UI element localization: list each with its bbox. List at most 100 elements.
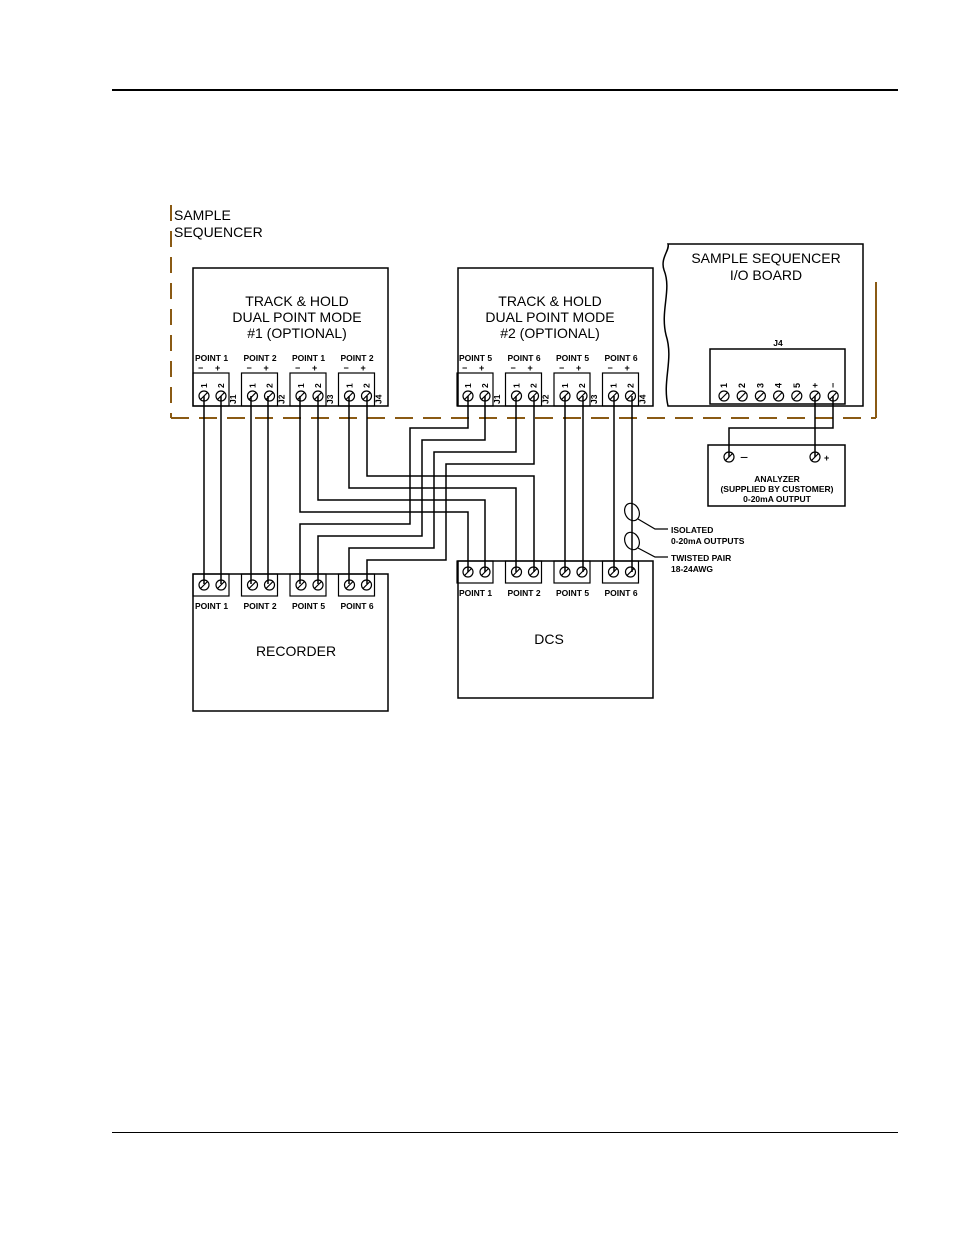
board1-title-line1: TRACK & HOLD xyxy=(245,293,348,309)
board2-point-label-1: POINT 5 xyxy=(459,353,492,363)
board2-pin1-label-3: 1 xyxy=(560,383,570,388)
board1-point-label-3: POINT 1 xyxy=(292,353,325,363)
board1-pin1-label-3: 1 xyxy=(296,383,306,388)
footer-rule xyxy=(112,1132,898,1133)
board2-screw-plus-3-slot xyxy=(578,392,586,400)
analyzer-box: − + ANALYZER (SUPPLIED BY CUSTOMER) 0-20… xyxy=(707,444,846,507)
board2-pin2-label-3: 2 xyxy=(577,383,587,388)
io-pin-screw-1-slot xyxy=(720,392,728,400)
dcs-point-label-1: POINT 1 xyxy=(459,588,492,598)
board2-point-label-4: POINT 6 xyxy=(605,353,638,363)
board2-terminal-block-2 xyxy=(504,372,543,407)
board2-screw-plus-3 xyxy=(576,390,588,402)
recorder-point-label-1: POINT 1 xyxy=(195,601,228,611)
io-pin-screw-3 xyxy=(754,390,767,402)
board2-title-line1: TRACK & HOLD xyxy=(498,293,601,309)
board1-jack-label-3: J3 xyxy=(325,394,335,404)
dcs-terminal-block-4 xyxy=(601,560,640,584)
enclosure-label-line2: SEQUENCER xyxy=(174,224,263,240)
board1-minus-sign-3: − xyxy=(295,363,300,373)
board2-jack-label-4: J4 xyxy=(638,394,648,404)
dcs-screw-b-3-slot xyxy=(578,568,586,576)
board1-plus-sign-1: + xyxy=(215,363,220,373)
recorder-screw-b-4-slot xyxy=(362,581,371,589)
board1-jack-label-2: J2 xyxy=(277,394,287,404)
recorder-screw-a-2-slot xyxy=(248,581,257,589)
board2-pin2-label-2: 2 xyxy=(529,383,539,388)
board1-pin2-label-4: 2 xyxy=(362,383,372,388)
board1-pin2-label-3: 2 xyxy=(313,383,323,388)
board2-screw-plus-4-slot xyxy=(626,392,635,400)
recorder-screw-a-3-slot xyxy=(297,581,305,589)
board1-screw-plus-2 xyxy=(263,390,276,402)
board1-terminal-block-4 xyxy=(337,372,376,407)
board2-pin1-label-1: 1 xyxy=(463,383,473,388)
board2-title-line2: DUAL POINT MODE xyxy=(485,309,614,325)
board2-minus-sign-1: − xyxy=(462,363,467,373)
board1-point-label-4: POINT 2 xyxy=(341,353,374,363)
analyzer-text-line2: (SUPPLIED BY CUSTOMER) xyxy=(720,484,833,494)
recorder-screw-b-3-slot xyxy=(314,581,322,589)
isolated-note-line1: ISOLATED xyxy=(671,525,713,535)
board2-pin1-label-2: 1 xyxy=(512,383,522,388)
board2-plus-sign-2: + xyxy=(528,363,533,373)
board2-jack-label-2: J2 xyxy=(541,394,551,404)
io-pin-screw-4 xyxy=(772,390,785,402)
io-pin-label-7: − xyxy=(828,383,838,388)
recorder-screw-b-2 xyxy=(263,579,276,591)
recorder-terminal-block-3 xyxy=(289,573,327,597)
board2-minus-sign-4: − xyxy=(608,363,613,373)
io-pin-screw-3-slot xyxy=(756,392,765,400)
analyzer-text-line1: ANALYZER xyxy=(754,474,800,484)
dcs-screw-b-3 xyxy=(576,566,588,578)
board1-title-line3: #1 (OPTIONAL) xyxy=(247,325,347,341)
recorder-terminal-block-2 xyxy=(240,573,279,597)
board2-plus-sign-1: + xyxy=(479,363,484,373)
board1-screw-minus-3-slot xyxy=(297,392,305,400)
recorder-title: RECORDER xyxy=(256,643,336,659)
io-board-title-line1: SAMPLE SEQUENCER xyxy=(691,250,840,266)
board1-point-label-2: POINT 2 xyxy=(244,353,277,363)
analyzer-wiring xyxy=(728,396,834,457)
io-pin-label-1: 1 xyxy=(719,383,729,388)
recorder-point-label-4: POINT 6 xyxy=(341,601,374,611)
recorder-terminal-block-1 xyxy=(192,573,230,597)
board2-minus-sign-2: − xyxy=(511,363,516,373)
recorder-screw-a-4-slot xyxy=(345,581,354,589)
io-board-title-line2: I/O BOARD xyxy=(730,267,802,283)
board1-point-label-1: POINT 1 xyxy=(195,353,228,363)
board1-plus-sign-2: + xyxy=(264,363,269,373)
io-pin-screw-1 xyxy=(718,390,730,402)
board1-plus-sign-3: + xyxy=(312,363,317,373)
board2-terminal-block-4 xyxy=(601,372,640,407)
track-hold-board-1: TRACK & HOLD DUAL POINT MODE #1 (OPTIONA… xyxy=(192,267,389,407)
dcs-screw-b-4 xyxy=(624,566,637,578)
board1-plus-sign-4: + xyxy=(361,363,366,373)
twisted-pair-note-line2: 18-24AWG xyxy=(671,564,713,574)
recorder-screw-a-1-slot xyxy=(200,581,208,589)
dcs-screw-b-4-slot xyxy=(626,568,635,576)
dcs-terminal-block-3 xyxy=(553,560,591,584)
board1-jack-label-4: J4 xyxy=(374,394,384,404)
dcs-point-label-4: POINT 6 xyxy=(605,588,638,598)
board1-title-line2: DUAL POINT MODE xyxy=(232,309,361,325)
board2-plus-sign-3: + xyxy=(576,363,581,373)
board1-jack-label-1: J1 xyxy=(228,394,238,404)
io-connector-label: J4 xyxy=(773,338,783,348)
board2-plus-sign-4: + xyxy=(625,363,630,373)
board2-pin1-label-4: 1 xyxy=(609,383,619,388)
dcs-point-label-2: POINT 2 xyxy=(508,588,541,598)
recorder-screw-b-2-slot xyxy=(265,581,274,589)
analyzer-minus: − xyxy=(740,449,748,465)
board2-minus-sign-3: − xyxy=(559,363,564,373)
board2-jack-label-3: J3 xyxy=(589,394,599,404)
io-pin-label-6: + xyxy=(810,383,820,388)
header-rule xyxy=(112,89,898,91)
signal-wiring xyxy=(203,396,633,584)
enclosure-label-line1: SAMPLE xyxy=(174,207,231,223)
recorder-point-label-3: POINT 5 xyxy=(292,601,325,611)
track-hold-board-2: TRACK & HOLD DUAL POINT MODE #2 (OPTIONA… xyxy=(456,267,654,407)
board1-pin2-label-2: 2 xyxy=(265,383,275,388)
